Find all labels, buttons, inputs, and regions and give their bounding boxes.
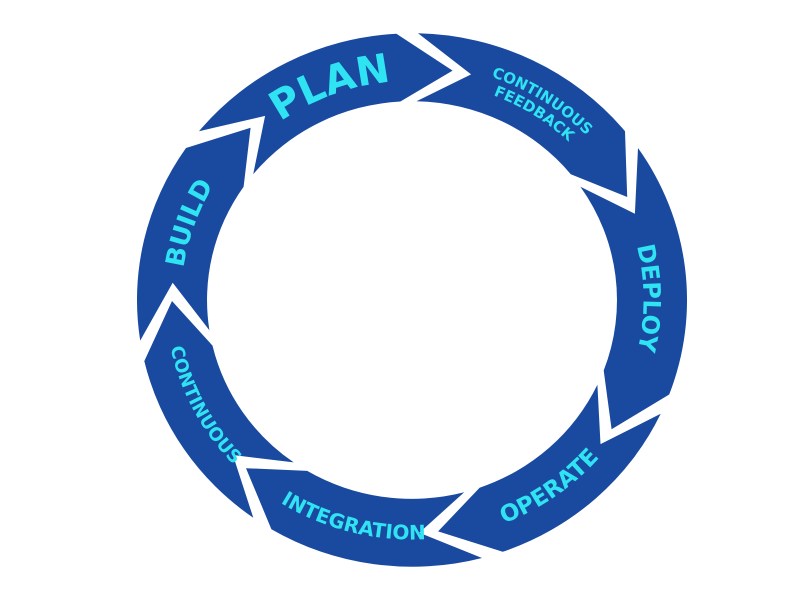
cycle-segment-continuous-feedback [416,33,628,197]
cycle-segment-operate [438,384,661,552]
cycle-segment-continuous [144,301,294,518]
cycle-segment-build [136,127,251,341]
cycle-segment-deploy [580,148,688,430]
cycle-segment-integration [246,468,482,567]
cycle-segment-plan [199,33,453,175]
